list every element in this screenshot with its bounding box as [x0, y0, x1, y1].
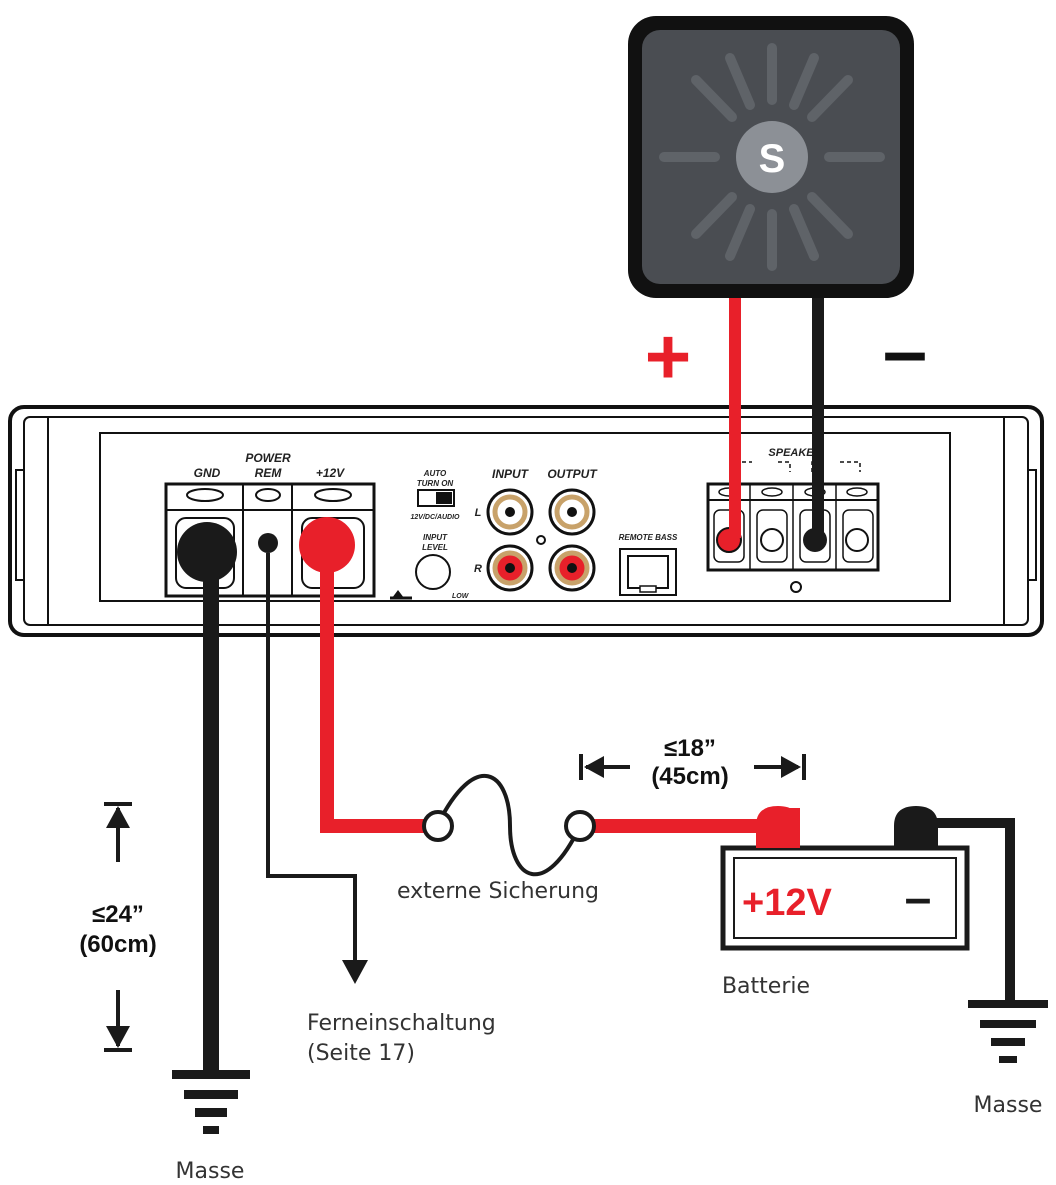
remote-wire [266, 553, 357, 962]
input-level-label-2: LEVEL [422, 543, 448, 552]
rca-output-right[interactable] [548, 544, 596, 592]
gnd-terminal [177, 522, 237, 582]
battery-plus-post [756, 806, 800, 848]
rca-input-left[interactable] [486, 488, 534, 536]
battery-distance-label-2: (45cm) [651, 763, 728, 790]
plus12v-terminal [299, 517, 355, 573]
rem-label: REM [255, 466, 283, 480]
input-level-label-1: INPUT [423, 533, 448, 542]
low-label: LOW [452, 593, 470, 600]
ground-distance-dimension [104, 802, 132, 1052]
input-label: INPUT [492, 467, 530, 481]
rca-input-right[interactable] [486, 544, 534, 592]
remote-arrow-icon [342, 960, 368, 984]
speaker-label: SPEAKER [768, 447, 821, 459]
battery [720, 806, 970, 951]
ground-left-icon [172, 1070, 250, 1134]
battery-minus-label: – [905, 872, 932, 925]
rca-output-left[interactable] [548, 488, 596, 536]
fuse-icon [422, 774, 596, 877]
remote-label-1: Ferneinschaltung [307, 1011, 496, 1036]
speaker-logo-letter: S [759, 137, 786, 181]
input-level-knob[interactable] [415, 554, 451, 590]
right-channel-label: R [474, 563, 482, 575]
speaker-logo-badge [736, 121, 808, 193]
fuse-label: externe Sicherung [397, 879, 599, 904]
speaker-rays-icon [659, 43, 885, 271]
speaker-plus-sign: + [645, 312, 692, 401]
remote-bass-label: REMOTE BASS [619, 533, 678, 542]
battery-distance-label-1: ≤18” [664, 735, 716, 762]
left-channel-label: L [475, 507, 482, 519]
turn-on-label: TURN ON [417, 479, 454, 488]
output-label: OUTPUT [547, 467, 598, 481]
ground-distance-label-1: ≤24” [92, 901, 144, 928]
power-wire-to-fuse [320, 560, 438, 833]
power-label: POWER [245, 451, 291, 465]
amplifier-panel [99, 432, 951, 602]
battery-plus-label: +12V [742, 882, 832, 924]
ground-distance-label-2: (60cm) [79, 931, 156, 958]
ground-right-label: Masse [974, 1093, 1043, 1118]
auto-label: AUTO [423, 469, 447, 478]
power-terminal-block [164, 482, 376, 598]
battery-minus-post [894, 806, 938, 848]
ground-left-label: Masse [176, 1159, 245, 1184]
gnd-label: GND [194, 466, 221, 480]
ground-right-icon [968, 1000, 1048, 1063]
remote-label-2: (Seite 17) [307, 1041, 415, 1066]
speaker-minus-sign: – [883, 306, 928, 395]
rem-terminal [258, 533, 278, 553]
speaker: S + – [628, 16, 927, 401]
switch-mode-label: 12V/DC/AUDIO [410, 514, 460, 521]
battery-distance-dimension [579, 754, 806, 780]
remote-bass-port[interactable] [619, 548, 677, 596]
battery-ground-wire [924, 818, 1015, 1000]
battery-label: Batterie [722, 974, 810, 999]
plus12v-label: +12V [316, 466, 345, 480]
